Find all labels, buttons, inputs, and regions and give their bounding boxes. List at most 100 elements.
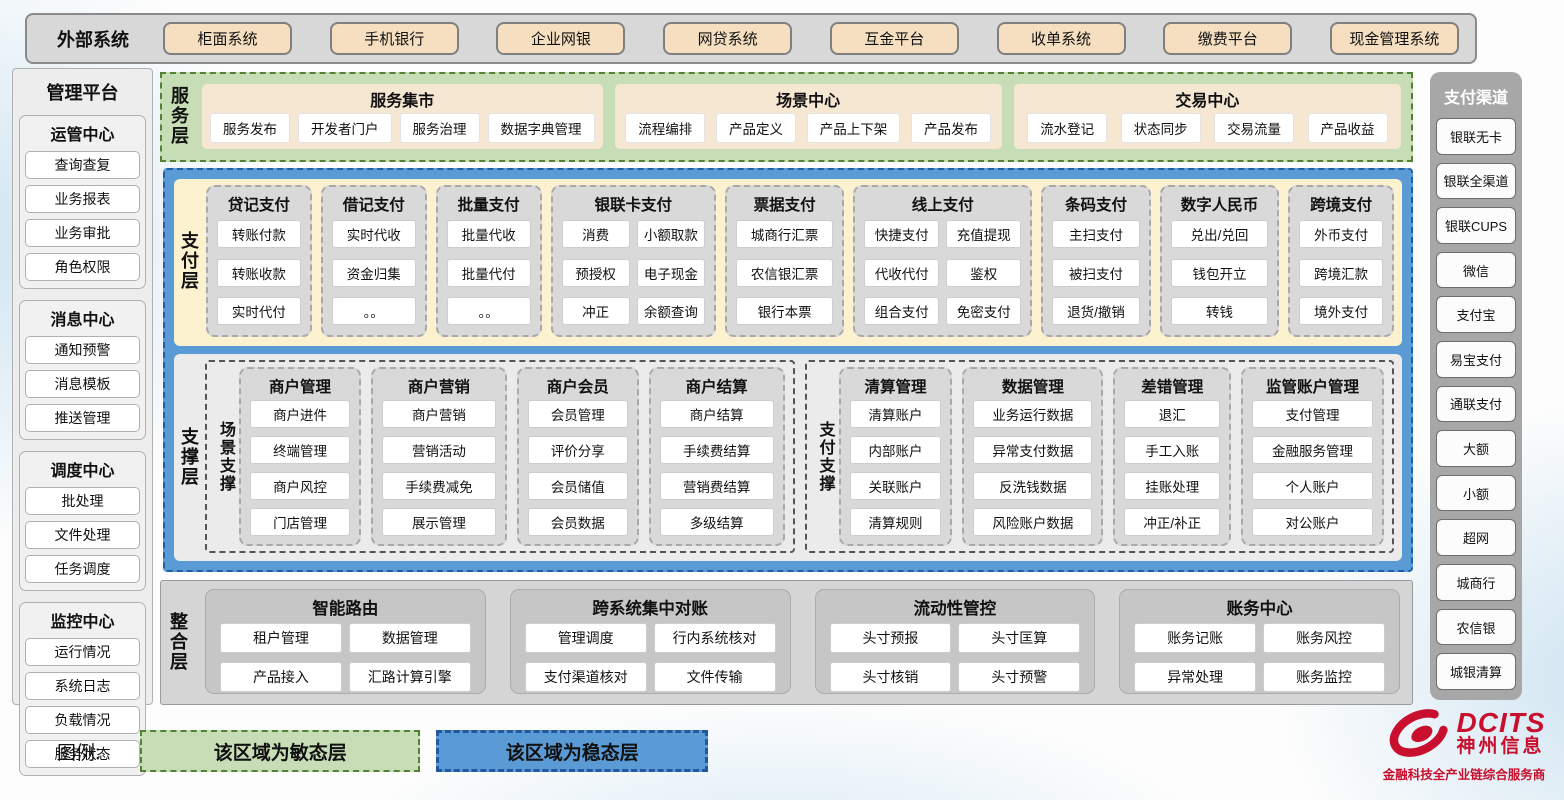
dcits-logo-text: DCITS 神州信息 <box>1456 706 1546 758</box>
module-row: 支付管理 <box>1252 400 1374 428</box>
external-system-box: 柜面系统 <box>163 22 292 55</box>
support-module-box: 多级结算 <box>659 508 774 536</box>
service-module-box: 产品上下架 <box>806 112 901 143</box>
support-module-box: 清算账户 <box>849 400 942 428</box>
support-module-box: 终端管理 <box>250 436 351 464</box>
support-category-column: 商户会员 会员管理 评价分享 <box>516 367 639 546</box>
service-center-title: 交易中心 <box>1175 92 1240 110</box>
support-category-items: 商户进件 终端管理 商户风控 门店管理 <box>247 400 353 538</box>
module-row: 冲正余额查询 <box>561 296 705 325</box>
payment-module-box: 预授权 <box>561 258 630 287</box>
payment-module-box: 境外支付 <box>1299 296 1384 325</box>
module-row: 反洗钱数据 <box>973 472 1093 500</box>
payment-channel-box: 易宝支付 <box>1436 341 1516 378</box>
payment-module-box: 实时代付 <box>217 296 301 325</box>
support-category-title: 清算管理 <box>864 379 927 396</box>
service-module-box: 产品发布 <box>911 112 991 143</box>
support-category-column: 差错管理 退汇 手工入账 <box>1113 367 1232 546</box>
integration-group: 跨系统集中对账 管理调度行内系统核对 支付渠道核对文件传输 <box>509 589 791 694</box>
management-center-items: 批处理文件处理任务调度 <box>25 487 140 583</box>
integration-group: 智能路由 租户管理数据管理 产品接入汇路计算引擎 <box>205 589 486 694</box>
module-row: 个人账户 <box>1252 472 1374 500</box>
dcits-swirl-icon <box>1389 709 1448 757</box>
payment-category-column: 借记支付 实时代收 资金归集 。。 <box>320 185 427 337</box>
module-row: 清算规则 <box>849 508 942 536</box>
module-row: 商户进件 <box>250 400 351 428</box>
support-module-box: 冲正/补正 <box>1124 508 1221 536</box>
integration-module-box: 头寸预报 <box>829 623 952 653</box>
service-module-box: 数据字典管理 <box>487 112 595 143</box>
payment-category-title: 银联卡支付 <box>594 197 673 214</box>
module-row: 会员储值 <box>527 472 628 500</box>
payment-module-box: 批量代收 <box>446 220 531 249</box>
service-center-group: 交易中心 流水登记状态同步交易流量产品收益 <box>1013 83 1401 149</box>
payment-category-column: 贷记支付 转账付款 转账收款 实时代付 <box>206 185 312 337</box>
integration-layer-label: 整合层 <box>168 611 188 672</box>
module-row: 展示管理 <box>382 508 496 536</box>
payment-module-box: 余额查询 <box>636 296 705 325</box>
module-row: 业务运行数据 <box>973 400 1093 428</box>
support-category-column: 数据管理 业务运行数据 异常支付数据 <box>962 367 1104 546</box>
service-layer: 服务层 服务集市 服务发布开发者门户服务治理数据字典管理 场景中心 流程编排产品… <box>160 72 1413 162</box>
service-module-box: 开发者门户 <box>298 112 392 143</box>
module-row: 内部账户 <box>849 436 942 464</box>
external-system-box: 互金平台 <box>829 22 959 55</box>
payment-module-box: 免密支付 <box>946 296 1022 325</box>
service-center-items: 流水登记状态同步交易流量产品收益 <box>1022 112 1393 143</box>
support-layer: 支撑层 场景支撑 商户管理 <box>174 354 1402 561</box>
management-center-items: 通知预警消息模板推送管理 <box>25 336 140 432</box>
management-platform-panel: 管理平台 运管中心 查询查复业务报表业务审批角色权限 消息中心 通知预警消息模板… <box>12 68 153 776</box>
module-row: 评价分享 <box>527 436 628 464</box>
payment-category-items: 转账付款 转账收款 实时代付 <box>214 218 304 329</box>
module-row: 头寸预报头寸匡算 <box>829 623 1081 653</box>
module-row: 实时代付 <box>217 296 301 325</box>
support-category-title: 商户管理 <box>269 379 332 396</box>
payment-module-box: 组合支付 <box>864 296 940 325</box>
integration-group-title: 流动性管控 <box>913 600 997 618</box>
support-category-title: 监管账户管理 <box>1266 379 1360 396</box>
dcits-tagline: 金融科技全产业链综合服务商 <box>1382 768 1546 782</box>
integration-module-box: 管理调度 <box>524 623 647 653</box>
management-center-group: 监控中心 运行情况系统日志负载情况服务状态 <box>19 602 146 776</box>
payment-category-items: 快捷支付充值提现 代收代付鉴权 组合支付免密支付 <box>861 218 1024 329</box>
module-row: 。。 <box>446 296 531 325</box>
external-systems-bar: 外部系统 柜面系统手机银行企业网银网贷系统互金平台收单系统缴费平台现金管理系统 <box>25 13 1477 64</box>
management-center-title: 监控中心 <box>50 614 115 631</box>
service-center-items: 服务发布开发者门户服务治理数据字典管理 <box>210 112 595 143</box>
management-center-items: 查询查复业务报表业务审批角色权限 <box>25 151 140 281</box>
payment-module-box: 鉴权 <box>946 258 1022 287</box>
module-row: 营销活动 <box>382 436 496 464</box>
support-module-box: 对公账户 <box>1252 508 1374 536</box>
payment-layer-columns: 贷记支付 转账付款 转账收款 实时代付 借记支付 <box>206 185 1395 337</box>
module-row: 跨境汇款 <box>1299 258 1384 287</box>
payment-channel-box: 超网 <box>1436 519 1516 557</box>
integration-module-box: 行内系统核对 <box>653 623 776 653</box>
support-module-box: 手续费减免 <box>382 472 496 500</box>
management-center-title: 调度中心 <box>50 463 115 480</box>
module-row: 租户管理数据管理 <box>220 623 471 653</box>
payment-channel-box: 大额 <box>1436 430 1516 467</box>
module-row: 资金归集 <box>331 258 416 287</box>
integration-group-items: 管理调度行内系统核对 支付渠道核对文件传输 <box>524 623 776 692</box>
module-row: 银行本票 <box>735 296 834 325</box>
module-row: 商户营销 <box>382 400 496 428</box>
module-row: 风险账户数据 <box>973 508 1093 536</box>
support-category-title: 数据管理 <box>1001 379 1064 396</box>
payment-category-title: 票据支付 <box>753 197 816 214</box>
integration-group-items: 头寸预报头寸匡算 头寸核销头寸预警 <box>829 623 1081 692</box>
service-module-box: 服务治理 <box>399 112 480 143</box>
payment-category-column: 数字人民币 兑出/兑回 钱包开立 转钱 <box>1159 185 1280 337</box>
support-layer-groups: 场景支撑 商户管理 商户进件 <box>205 360 1394 553</box>
management-module-box: 业务报表 <box>25 185 140 213</box>
payment-category-title: 线上支付 <box>911 197 974 214</box>
module-row: 账务记账账务风控 <box>1134 623 1385 653</box>
service-module-box: 流水登记 <box>1027 112 1108 143</box>
management-module-box: 通知预警 <box>25 336 140 364</box>
dcits-brand-name: DCITS <box>1456 706 1546 738</box>
module-row: 退货/撤销 <box>1052 296 1140 325</box>
payment-category-title: 借记支付 <box>342 197 405 214</box>
external-systems-label: 外部系统 <box>57 29 129 50</box>
support-module-box: 商户风控 <box>250 472 351 500</box>
support-module-box: 营销活动 <box>382 436 496 464</box>
